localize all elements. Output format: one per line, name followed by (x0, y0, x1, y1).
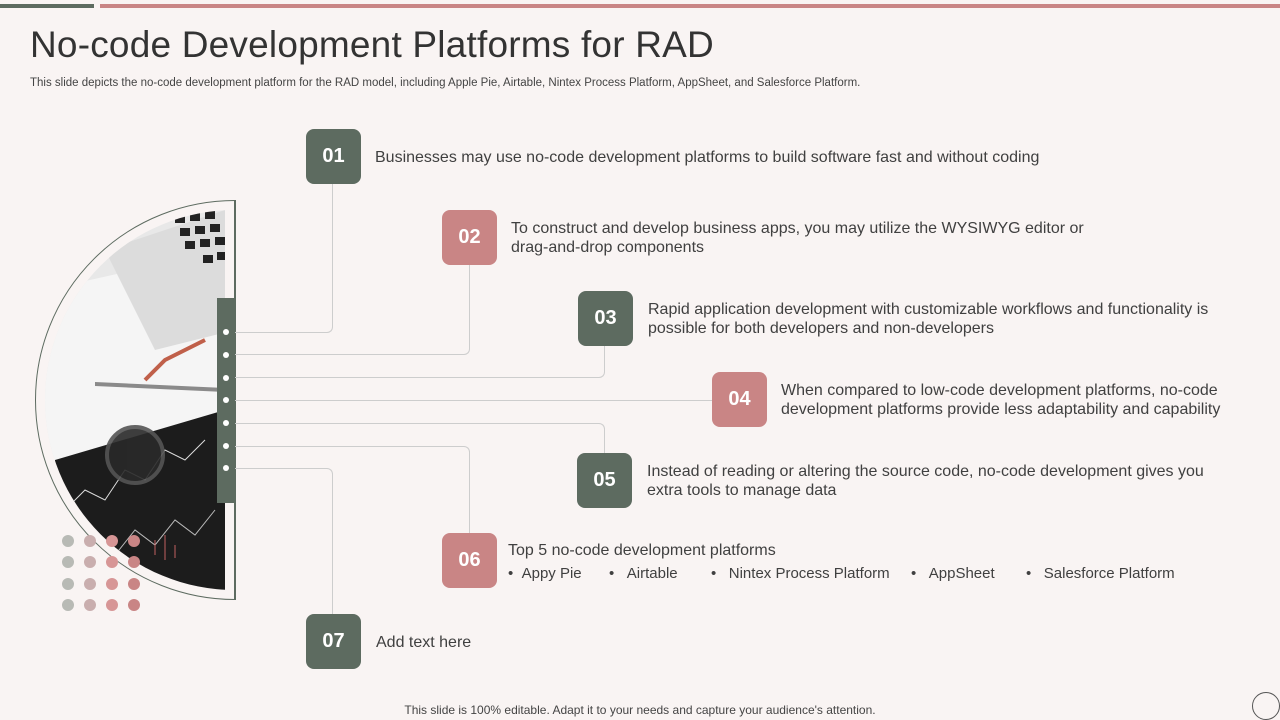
spine-dot (223, 443, 229, 449)
step-text-04: When compared to low-code development pl… (781, 382, 1221, 418)
spine-dot (223, 375, 229, 381)
connector-line-03 (235, 345, 605, 378)
step-number-03: 03 (578, 291, 633, 346)
connector-line-04 (235, 400, 713, 401)
connector-line-02 (235, 264, 470, 355)
top-accent-bar-pink (100, 4, 1280, 8)
spine-dot (223, 397, 229, 403)
step-text-02: To construct and develop business apps, … (511, 220, 1084, 256)
step-number-01: 01 (306, 129, 361, 184)
spine-dot (223, 352, 229, 358)
step-text-05: Instead of reading or altering the sourc… (647, 463, 1204, 499)
connector-line-01 (235, 183, 333, 333)
spine-dot (223, 329, 229, 335)
step-number-04: 04 (712, 372, 767, 427)
step-number-05: 05 (577, 453, 632, 508)
connector-line-07 (235, 468, 333, 615)
step-text-03: Rapid application development with custo… (648, 301, 1209, 337)
connector-line-06 (235, 446, 470, 534)
step-text-06: Top 5 no-code development platforms (508, 542, 776, 559)
spine-dot (223, 465, 229, 471)
slide-subtitle: This slide depicts the no-code developme… (30, 77, 861, 89)
connector-line-05 (235, 423, 605, 454)
top-accent-bar-green (0, 4, 94, 8)
step-number-06: 06 (442, 533, 497, 588)
step-number-02: 02 (442, 210, 497, 265)
list-item: • Appy Pie (508, 565, 582, 582)
list-item: • Salesforce Platform (1026, 565, 1175, 582)
list-item: • Airtable (609, 565, 678, 582)
slide-footer: This slide is 100% editable. Adapt it to… (404, 703, 876, 717)
spine-dot (223, 420, 229, 426)
step-number-07: 07 (306, 614, 361, 669)
step-text-01: Businesses may use no-code development p… (375, 149, 1040, 166)
list-item: • Nintex Process Platform (711, 565, 890, 582)
list-item: • AppSheet (911, 565, 995, 582)
slide-title: No-code Development Platforms for RAD (30, 24, 714, 65)
step-text-07: Add text here (376, 634, 472, 651)
corner-circle-icon (1252, 692, 1280, 720)
